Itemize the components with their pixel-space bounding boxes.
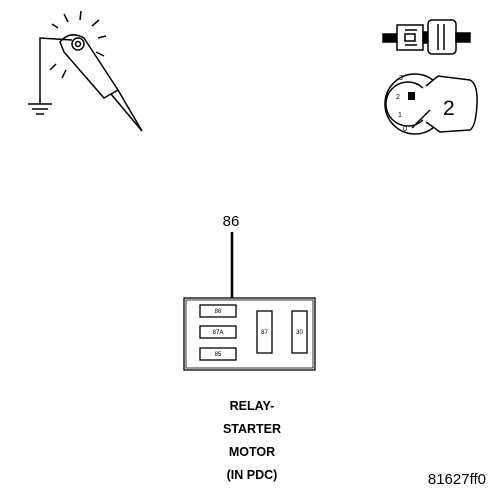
ignition-switch-icon: 3 2 1 0 2: [384, 73, 478, 135]
test-light-probe-icon: [28, 10, 143, 132]
relay-pin-86-label: 86: [215, 309, 222, 315]
relay-pin-86: [199, 304, 237, 318]
ignition-position-0: 0: [403, 126, 407, 133]
relay-pin-85-label: 85: [215, 352, 222, 358]
connector-icon: [382, 19, 471, 55]
caption-line-1: RELAY-: [230, 399, 275, 413]
caption-line-4: (IN PDC): [227, 468, 278, 482]
ignition-position-1: 1: [398, 112, 402, 119]
ignition-selected-position: 2: [443, 97, 455, 120]
ignition-position-3: 3: [399, 75, 403, 82]
relay-pin-30-label: 30: [296, 330, 303, 336]
figure-reference: 81627ff0: [428, 471, 486, 488]
relay-pin-85: [199, 347, 237, 361]
caption-line-3: MOTOR: [229, 445, 275, 459]
starter-motor-relay: 86 87A 85 87 30: [183, 297, 316, 371]
ignition-position-2: 2: [396, 94, 400, 101]
callout-pin-label: 86: [223, 213, 240, 230]
caption-line-2: STARTER: [223, 422, 281, 436]
relay-pin-87a: [199, 325, 237, 339]
relay-pin-87: [256, 310, 273, 354]
relay-pin-87-label: 87: [261, 330, 268, 336]
relay-pin-87a-label: 87A: [213, 330, 224, 336]
relay-pin-30: [291, 310, 308, 354]
